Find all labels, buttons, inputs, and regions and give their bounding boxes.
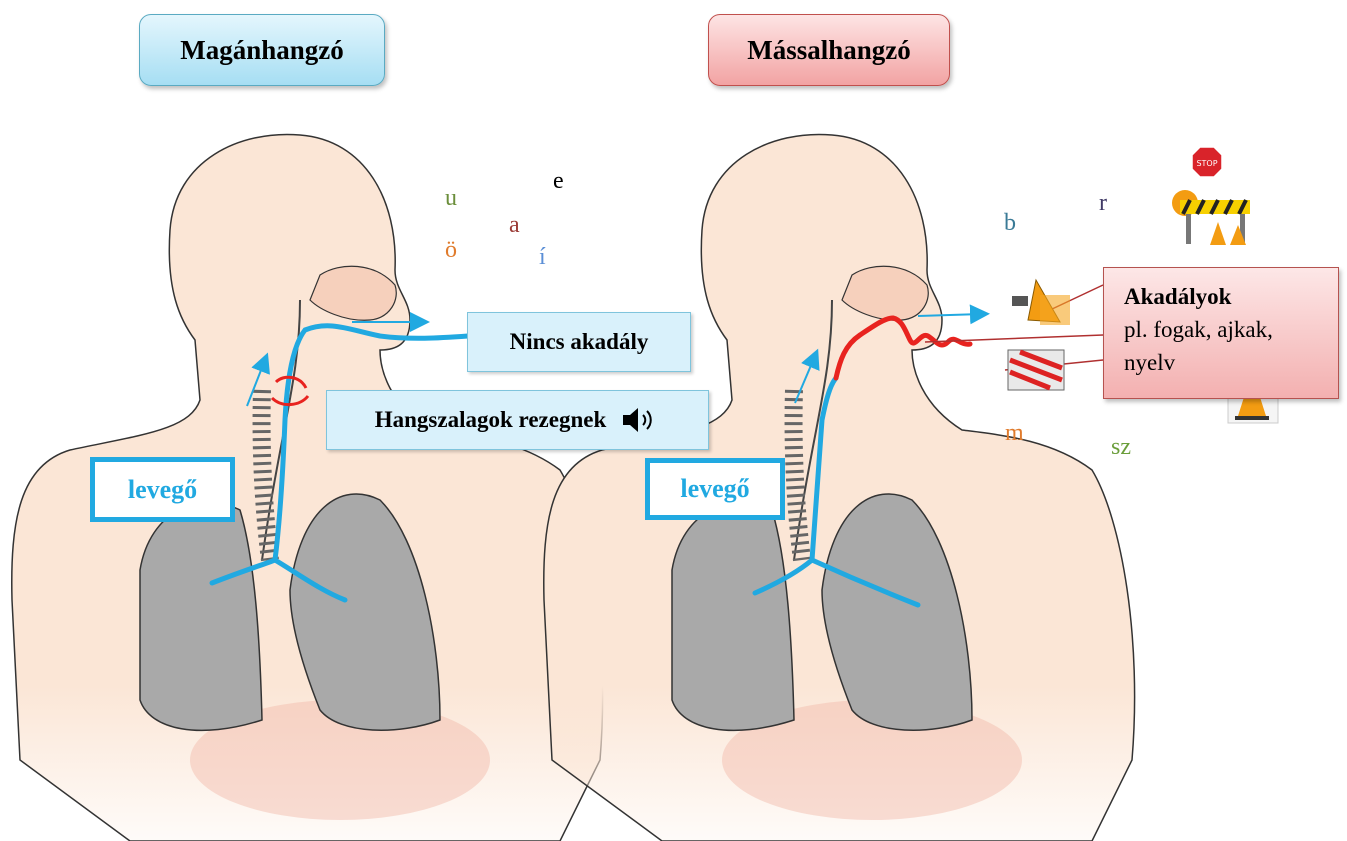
air-label-left: levegő	[90, 457, 235, 522]
vowel-letter: u	[445, 185, 457, 212]
stop-sign-text: STOP	[1196, 159, 1217, 168]
obstacles-heading: Akadályok	[1124, 280, 1326, 313]
vowel-letter: a	[509, 212, 520, 239]
obstacles-text-1: pl. fogak, ajkak,	[1124, 313, 1326, 346]
consonant-title: Mássalhangzó	[708, 14, 950, 86]
consonant-letter: r	[1099, 190, 1107, 217]
air-label-right: levegő	[645, 458, 785, 520]
consonant-letter: b	[1004, 210, 1016, 237]
vowel-letter: í	[539, 244, 546, 271]
vowel-letter: ö	[445, 237, 457, 264]
speaker-icon	[620, 405, 660, 435]
vocal-cords-text: Hangszalagok rezegnek	[375, 407, 606, 433]
stop-barrier-icon: STOP	[1172, 147, 1250, 245]
consonant-letter: m	[1005, 420, 1024, 447]
no-obstacle-label: Nincs akadály	[467, 312, 691, 372]
road-barrier-icon	[1008, 350, 1064, 390]
vocal-cords-label: Hangszalagok rezegnek	[326, 390, 709, 450]
vowel-title: Magánhangzó	[139, 14, 385, 86]
right-body-figure	[544, 134, 1135, 841]
obstacles-box: Akadályok pl. fogak, ajkak, nyelv	[1103, 267, 1339, 399]
consonant-letter: sz	[1111, 434, 1131, 461]
obstacles-text-2: nyelv	[1124, 346, 1326, 379]
vowel-letter: e	[553, 168, 564, 195]
traffic-cone-icon	[1012, 280, 1070, 325]
